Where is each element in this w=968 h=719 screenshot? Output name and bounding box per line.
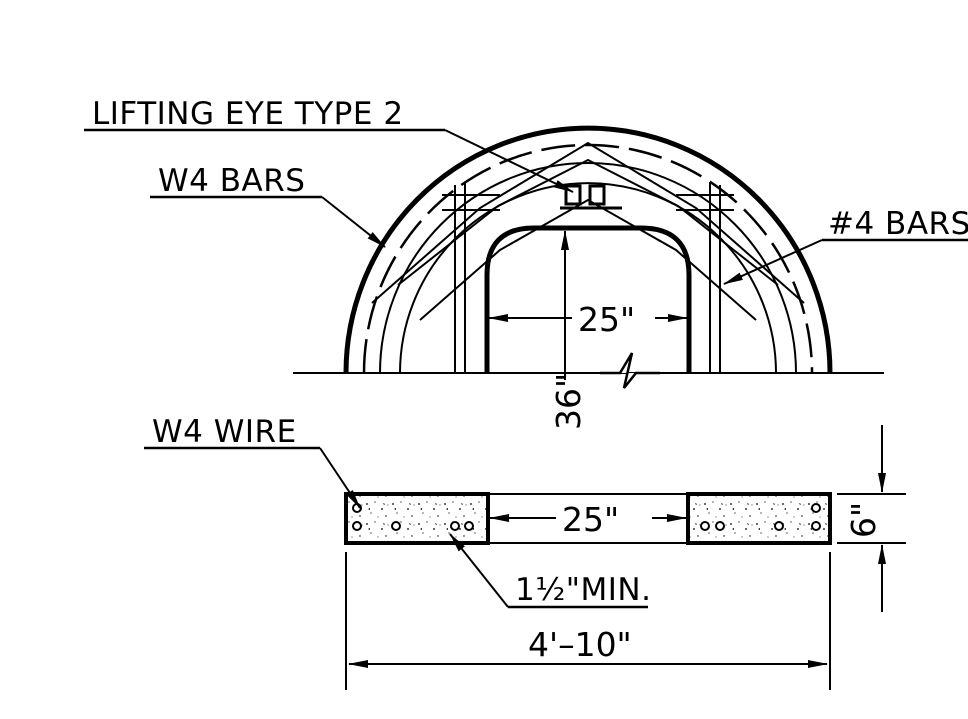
w4-bar-arch-dashed [362, 143, 814, 374]
left-wall-section [344, 492, 490, 545]
dim-opening-width-top: 25" [578, 300, 635, 339]
callout-no4-bars: #4 BARS [723, 206, 968, 285]
dim-opening-width-bottom: 25" [562, 500, 619, 539]
label-w4-wire: W4 WIRE [152, 414, 297, 450]
dim-overall-width: 4'–10" [528, 625, 632, 664]
label-w4-bars: W4 BARS [158, 163, 305, 199]
right-wall-section [686, 492, 832, 545]
break-line [600, 352, 660, 389]
label-min-cover: 1½"MIN. [515, 572, 651, 608]
label-no4-bars: #4 BARS [828, 206, 968, 242]
outer-arch [343, 125, 833, 374]
vertical-bars [442, 182, 734, 373]
callout-min-cover: 1½"MIN. [449, 533, 651, 609]
callout-w4-bars: W4 BARS [150, 163, 386, 248]
callout-lifting-eye: LIFTING EYE TYPE 2 [84, 96, 574, 193]
elevation-view: 25" 36" [293, 125, 884, 430]
opening-outline [484, 225, 692, 373]
dim-wall-thickness: 6" [844, 502, 883, 538]
dim-opening-height: 36" [549, 373, 588, 430]
label-lifting-eye: LIFTING EYE TYPE 2 [92, 96, 404, 132]
diagonal-bars [371, 141, 805, 321]
inner-arch-2 [399, 182, 777, 374]
section-view: 25" 6" 4'–10" [344, 425, 906, 690]
callout-w4-wire: W4 WIRE [144, 414, 361, 509]
